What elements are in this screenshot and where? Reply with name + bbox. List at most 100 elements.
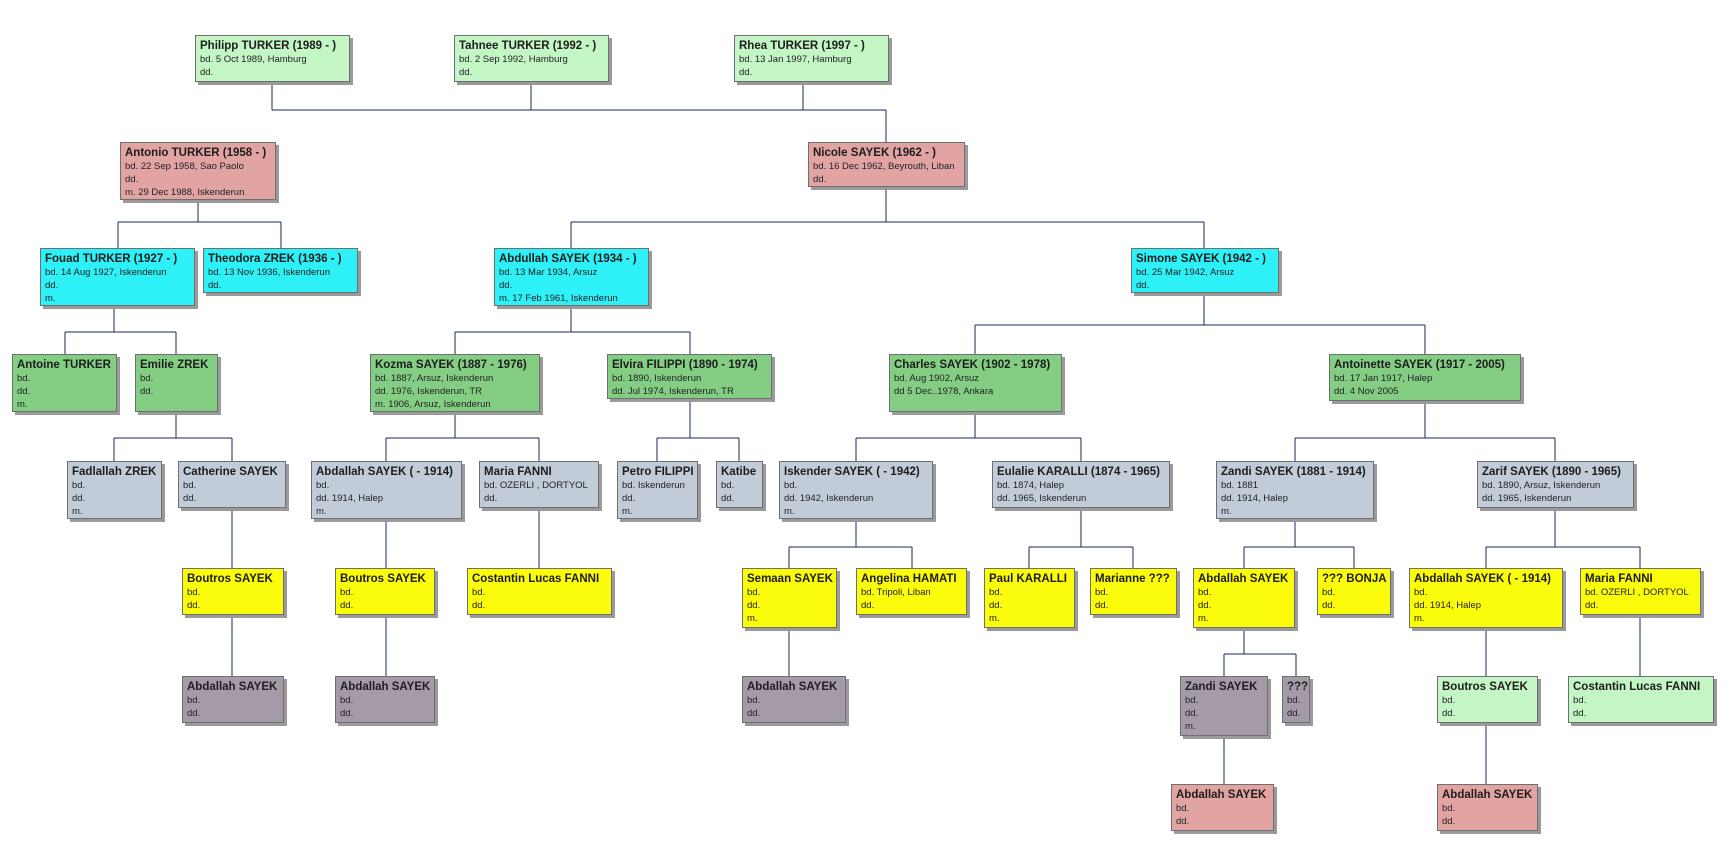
person-card-abdallah1914b[interactable]: Abdallah SAYEK ( - 1914)bd.dd. 1914, Hal…: [1409, 568, 1563, 628]
person-detail-line: bd. 5 Oct 1989, Hamburg: [200, 54, 307, 65]
person-card-elvira[interactable]: Elvira FILIPPI (1890 - 1974)bd. 1890, Is…: [607, 354, 772, 399]
person-name: Catherine SAYEK: [183, 466, 278, 478]
person-detail-line: dd. 1914, Halep: [1221, 493, 1289, 504]
person-detail-line: bd. 2 Sep 1992, Hamburg: [459, 54, 568, 65]
person-detail-line: bd. 1881: [1221, 480, 1258, 491]
person-detail-line: dd.: [989, 600, 1003, 611]
person-detail-line: bd.: [72, 480, 86, 491]
person-card-theodora[interactable]: Theodora ZREK (1936 - )bd. 13 Nov 1936, …: [203, 248, 358, 293]
person-name: Abdallah SAYEK ( - 1914): [316, 466, 453, 478]
person-detail-line: dd.: [1095, 600, 1109, 611]
person-card-kozma[interactable]: Kozma SAYEK (1887 - 1976)bd. 1887, Arsuz…: [370, 354, 540, 412]
person-detail-line: bd.: [1287, 695, 1301, 706]
person-detail-line: m.: [316, 506, 327, 517]
person-card-boutros3[interactable]: Boutros SAYEK bd. dd.: [1437, 676, 1538, 723]
person-detail-line: bd. 13 Mar 1934, Arsuz: [499, 267, 598, 278]
person-card-philipp[interactable]: Philipp TURKER (1989 - )bd. 5 Oct 1989, …: [195, 35, 350, 82]
person-card-fouad[interactable]: Fouad TURKER (1927 - )bd. 14 Aug 1927, I…: [40, 248, 195, 306]
person-card-emilie[interactable]: Emilie ZREK bd. dd.: [135, 354, 218, 412]
person-name: Elvira FILIPPI (1890 - 1974): [612, 359, 758, 371]
person-detail-line: bd.: [140, 373, 154, 384]
person-detail-line: dd.: [340, 600, 354, 611]
person-name: Maria FANNI: [1585, 573, 1653, 585]
person-name: Boutros SAYEK: [1442, 681, 1528, 693]
person-detail-line: m. 17 Feb 1961, Iskenderun: [499, 293, 618, 304]
person-card-antonio[interactable]: Antonio TURKER (1958 - )bd. 22 Sep 1958,…: [120, 142, 276, 200]
person-name: Katibe: [721, 466, 757, 478]
person-detail-line: m.: [1221, 506, 1232, 517]
person-name: Kozma SAYEK (1887 - 1976): [375, 359, 527, 371]
person-detail-line: bd. 1890, Arsuz, Iskenderun: [1482, 480, 1601, 491]
person-card-qqqM[interactable]: ???bd.dd.: [1282, 676, 1310, 723]
person-card-simone[interactable]: Simone SAYEK (1942 - )bd. 25 Mar 1942, A…: [1131, 248, 1279, 293]
person-detail-line: bd.: [340, 695, 354, 706]
person-card-eulalie[interactable]: Eulalie KARALLI (1874 - 1965)bd. 1874, H…: [992, 461, 1170, 508]
person-detail-line: m.: [72, 506, 83, 517]
person-card-abdallah1914a[interactable]: Abdallah SAYEK ( - 1914)bd.dd. 1914, Hal…: [311, 461, 462, 519]
person-detail-line: dd.: [622, 493, 636, 504]
person-name: Abdallah SAYEK: [1442, 789, 1533, 801]
person-detail-line: dd.: [1442, 708, 1456, 719]
person-detail-line: m.: [1414, 613, 1425, 624]
person-card-marianne[interactable]: Marianne ???bd.dd.: [1090, 568, 1177, 615]
person-detail-line: bd.: [1442, 695, 1456, 706]
person-detail-line: dd.: [747, 708, 761, 719]
person-detail-line: dd.: [200, 67, 214, 78]
person-card-nicole[interactable]: Nicole SAYEK (1962 - )bd. 16 Dec 1962, B…: [808, 142, 965, 187]
person-card-abdullah1934[interactable]: Abdullah SAYEK (1934 - ) bd. 13 Mar 1934,…: [494, 248, 649, 306]
person-detail-line: bd.: [187, 695, 201, 706]
person-detail-line: bd.: [1176, 803, 1190, 814]
person-detail-line: bd.: [747, 695, 761, 706]
person-card-zandi1881[interactable]: Zandi SAYEK (1881 - 1914) bd. 1881 dd. 191…: [1216, 461, 1374, 519]
person-detail-line: dd.: [45, 280, 59, 291]
person-card-rhea[interactable]: Rhea TURKER (1997 - )bd. 13 Jan 1997, Ha…: [734, 35, 889, 82]
person-detail-line: dd.: [1198, 600, 1212, 611]
person-name: Zandi SAYEK (1881 - 1914): [1221, 466, 1366, 478]
person-detail-line: dd.: [208, 280, 222, 291]
person-detail-line: dd.: [459, 67, 473, 78]
person-name: Theodora ZREK (1936 - ): [208, 253, 342, 265]
person-detail-line: dd.: [1185, 708, 1199, 719]
person-name: Fouad TURKER (1927 - ): [45, 253, 178, 265]
person-name: Abdullah SAYEK (1934 - ): [499, 253, 637, 265]
person-detail-line: m.: [622, 506, 633, 517]
person-card-iskender[interactable]: Iskender SAYEK ( - 1942)bd.dd. 1942, Isk…: [779, 461, 933, 519]
person-detail-line: dd.: [1136, 280, 1150, 291]
person-card-charles[interactable]: Charles SAYEK (1902 - 1978)bd. Aug 1902,…: [889, 354, 1062, 412]
person-detail-line: dd.: [140, 386, 154, 397]
person-detail-line: dd.: [721, 493, 735, 504]
person-detail-line: bd.: [340, 587, 354, 598]
person-card-antoinette[interactable]: Antoinette SAYEK (1917 - 2005)bd. 17 Jan…: [1329, 354, 1521, 401]
person-card-zarif[interactable]: Zarif SAYEK (1890 - 1965)bd. 1890, Arsuz…: [1477, 461, 1634, 508]
person-name: Eulalie KARALLI (1874 - 1965): [997, 466, 1160, 478]
person-detail-line: bd. 17 Jan 1917, Halep: [1334, 373, 1433, 384]
person-name: Emilie ZREK: [140, 359, 209, 371]
person-detail-line: dd.: [17, 386, 31, 397]
person-card-tahnee[interactable]: Tahnee TURKER (1992 - )bd. 2 Sep 1992, H…: [454, 35, 609, 82]
person-name: Iskender SAYEK ( - 1942): [784, 466, 920, 478]
person-detail-line: bd.: [17, 373, 31, 384]
